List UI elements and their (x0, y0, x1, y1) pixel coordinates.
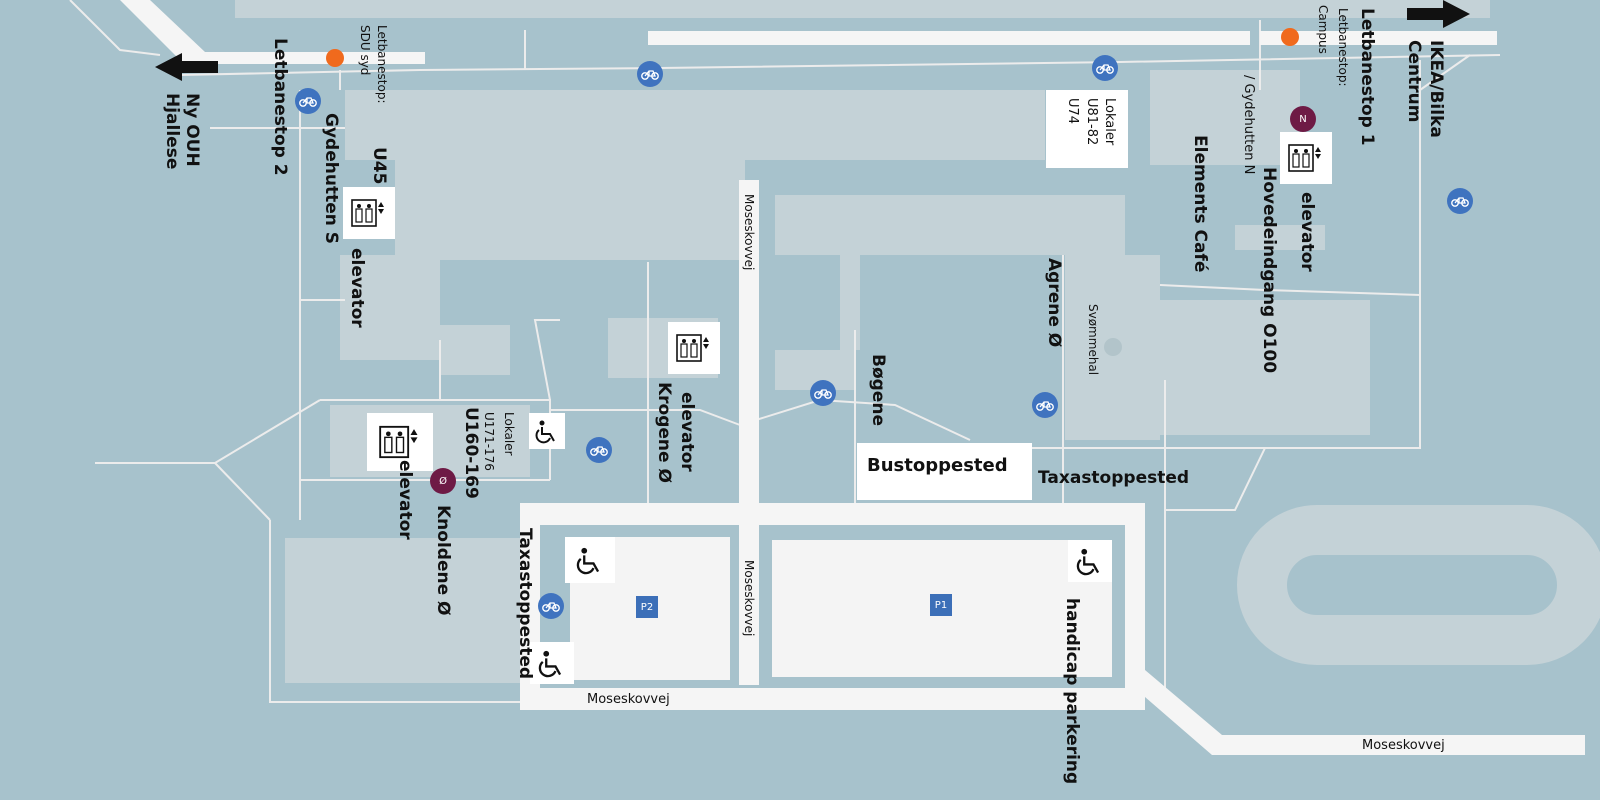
label-letbanestop-campus-prefix: Letbanestop: (1336, 8, 1350, 87)
entrance-marker-o[interactable]: Ø (430, 468, 456, 494)
label-moseskovvej-vertical-mid: Moseskovvej (742, 560, 756, 637)
tram-stop-campus[interactable] (1281, 28, 1299, 46)
lokaler-u81-box (1046, 90, 1128, 168)
bike-parking-icon (586, 437, 612, 463)
bike-parking-icon (1032, 392, 1058, 418)
bike-parking-icon (1092, 55, 1118, 81)
road-horizontal-main (520, 503, 1145, 525)
label-gydehutten-s: Gydehutten S (321, 113, 341, 244)
handicap-icon (1068, 540, 1112, 582)
bike-parking-icon (1447, 188, 1473, 214)
label-elements-cafe: Elements Café (1190, 135, 1210, 273)
label-lokaler-u171: Lokaler (502, 412, 516, 456)
bustoppested-box (857, 443, 1032, 500)
label-u74: U74 (1065, 98, 1080, 125)
handicap-icon (529, 413, 565, 449)
running-track (1237, 505, 1600, 665)
label-elevator-right: elevator (1297, 192, 1317, 272)
label-sdu-syd: SDU syd (358, 25, 372, 76)
building-main-row1 (345, 90, 1045, 160)
label-u81-82: U81-82 (1084, 98, 1099, 146)
label-bustoppested: Bustoppested (867, 455, 1008, 476)
elevator-icon (1280, 132, 1332, 184)
label-ny-ouh-hjallese: Ny OUH Hjallese (162, 93, 202, 170)
label-moseskovvej-bottom: Moseskovvej (587, 692, 670, 707)
label-elevator-krogene: elevator (677, 392, 697, 472)
bike-parking-icon (637, 61, 663, 87)
building-northeast (1150, 70, 1300, 165)
bike-parking-icon (810, 380, 836, 406)
label-u45: U45 (369, 147, 389, 185)
elevator-icon (668, 322, 720, 374)
label-moseskovvej-vertical-top: Moseskovvej (742, 194, 756, 271)
parking-badge-p2[interactable]: P2 (636, 596, 658, 618)
building-east-complex (1160, 300, 1370, 435)
bike-parking-icon (538, 593, 564, 619)
label-elevator-knoldene: elevator (395, 460, 415, 540)
paths (69, 0, 1501, 703)
label-agrene: Agrene Ø (1044, 258, 1064, 348)
road-bottom (525, 688, 1145, 710)
road-moseskovvej-vertical (739, 180, 759, 685)
entrance-marker-n[interactable]: N (1290, 106, 1316, 132)
label-ikea-bilka: IKEA/Bilka (1426, 40, 1446, 138)
label-letbanestop-sdu-prefix: Letbanestop: (375, 25, 389, 104)
building-northeast-annex (1235, 225, 1325, 250)
parking-areas (285, 537, 1112, 683)
label-svommehal: Svømmehal (1086, 304, 1100, 376)
parking-badge-p1[interactable]: P1 (930, 594, 952, 616)
label-handicap-parkering: handicap parkering (1062, 598, 1082, 785)
label-campus: Campus (1316, 5, 1330, 54)
label-elevator-gydehutten: elevator (347, 248, 367, 328)
label-knoldene: Knoldene Ø (433, 505, 453, 616)
label-u160-169: U160-169 (461, 407, 481, 499)
label-moseskovvej-right: Moseskovvej (1362, 738, 1445, 753)
building-top-strip (235, 0, 1490, 18)
handicap-icon (530, 642, 574, 684)
roads (120, 0, 1585, 755)
label-lokaler-u81: Lokaler (1102, 98, 1117, 146)
label-gydehutten-n: / Gydehutten N (1241, 75, 1256, 175)
parking-west-gray (285, 538, 520, 683)
arrow-right-icon[interactable] (1407, 0, 1470, 28)
road-top-right (1260, 31, 1497, 45)
tram-stop-sdu-syd[interactable] (326, 49, 344, 67)
building-west-block (440, 325, 510, 375)
handicap-icon (565, 537, 615, 583)
label-centrum: Centrum (1404, 40, 1424, 123)
label-letbanestop-1: Letbanestop 1 (1357, 8, 1377, 146)
road-east-parking-side (1125, 503, 1145, 710)
building-center-east (775, 195, 1125, 255)
elevator-icon (343, 187, 395, 239)
label-hovedeindgang: Hovedeindgang O100 (1259, 167, 1279, 374)
elevator-icon (367, 413, 433, 471)
road-top-center (648, 31, 1250, 45)
label-letbanestop-2: Letbanestop 2 (270, 38, 290, 176)
bike-parking-icon (295, 88, 321, 114)
road-diagonal-northwest (120, 0, 205, 65)
label-taxastoppested: Taxastoppested (1038, 468, 1190, 488)
pool-marker (1104, 338, 1122, 356)
building-west-wing (340, 255, 440, 360)
road-diagonal-southeast (1145, 670, 1585, 755)
label-bogene: Bøgene (868, 354, 888, 426)
arrow-left-icon[interactable] (155, 53, 218, 81)
building-main-row2 (395, 160, 745, 260)
label-taxastoppested-vertical: Taxastoppested (515, 528, 535, 680)
label-u171-176: U171-176 (482, 412, 496, 471)
label-krogene: Krogene Ø (654, 382, 674, 483)
building-bogene-stem (840, 250, 860, 350)
road-top-left (185, 52, 425, 64)
